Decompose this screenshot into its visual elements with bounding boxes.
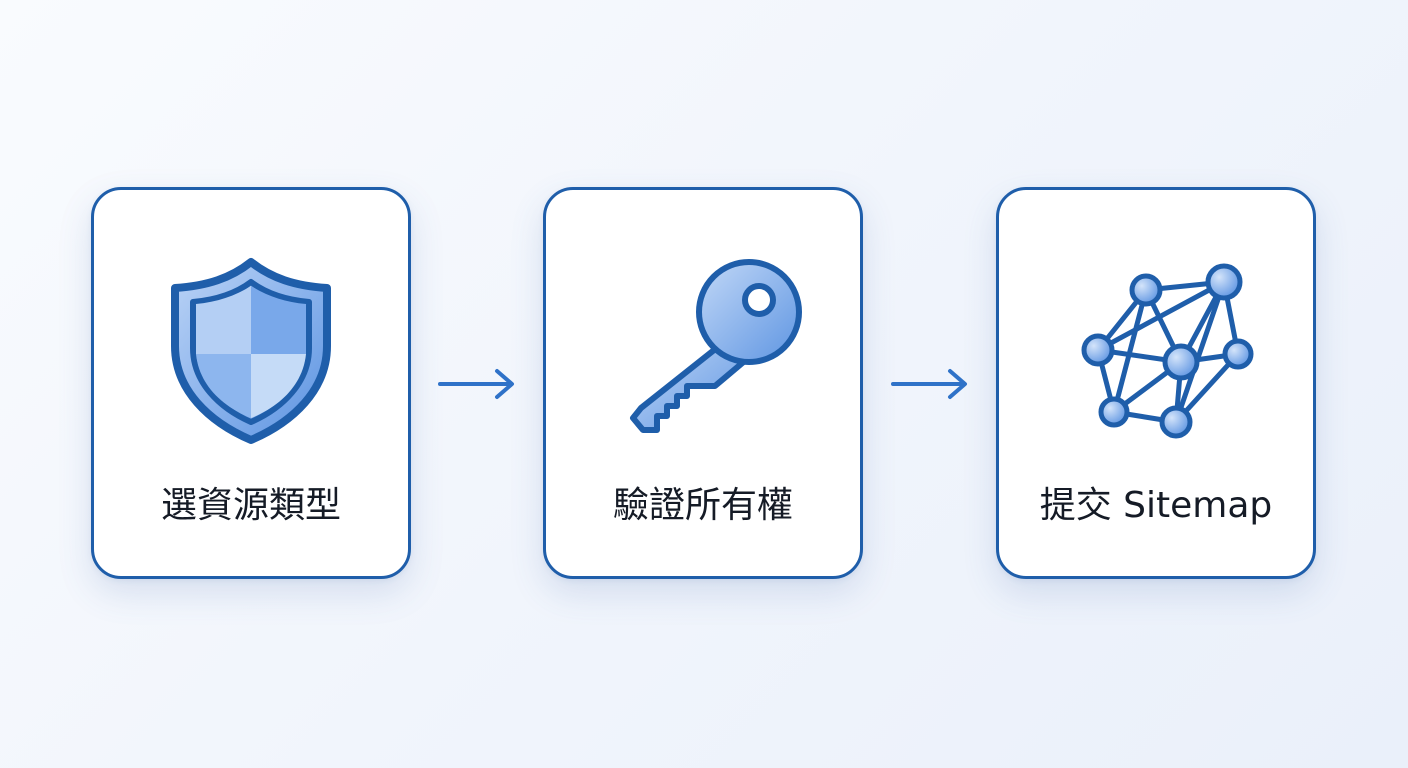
step-card-2: 驗證所有權 xyxy=(543,187,863,579)
key-icon xyxy=(603,250,803,450)
arrow-right-icon xyxy=(890,366,972,402)
step-label: 提交 Sitemap xyxy=(1039,485,1273,526)
network-icon xyxy=(1056,250,1256,450)
step-card-3: 提交 Sitemap xyxy=(996,187,1316,579)
arrow-right-icon xyxy=(437,366,519,402)
step-label: 選資源類型 xyxy=(160,485,341,526)
shield-icon xyxy=(151,250,351,450)
step-label: 驗證所有權 xyxy=(612,485,793,526)
step-card-1: 選資源類型 xyxy=(91,187,411,579)
